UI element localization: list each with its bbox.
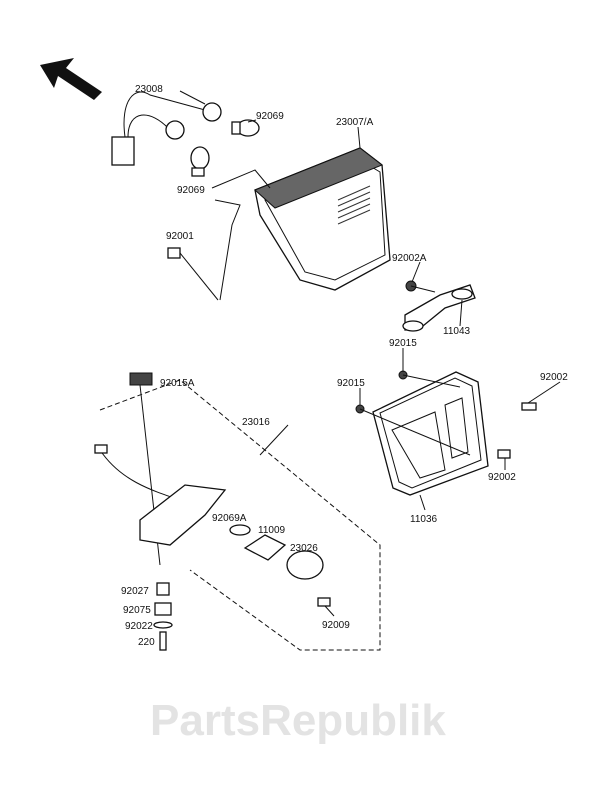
label-11043: 11043 <box>443 326 471 337</box>
label-11009: 11009 <box>258 525 286 536</box>
wiring-harness-23008 <box>111 91 222 166</box>
label-92002-low: 92002 <box>488 472 516 483</box>
tail-light-23007a <box>254 147 391 291</box>
label-92022: 92022 <box>125 621 153 632</box>
label-220: 220 <box>138 637 155 648</box>
label-11036: 11036 <box>410 514 438 525</box>
label-92027: 92027 <box>121 586 149 597</box>
license-light-23016 <box>94 372 331 607</box>
bulb-92069-low <box>190 146 210 177</box>
screw-92001 <box>167 247 219 301</box>
label-92002-right: 92002 <box>540 372 568 383</box>
label-92009: 92009 <box>322 620 350 631</box>
label-23008: 23008 <box>135 84 163 95</box>
label-23016: 23016 <box>242 417 270 428</box>
label-92015-a: 92015 <box>389 338 417 349</box>
label-92075: 92075 <box>123 605 151 616</box>
label-92069-top: 92069 <box>256 111 284 122</box>
label-92069a: 92069A <box>212 513 247 524</box>
arrow-front-icon <box>40 58 102 100</box>
label-92002a: 92002A <box>392 253 427 264</box>
label-92015a: 92015A <box>160 378 195 389</box>
bracket-11043 <box>402 280 476 332</box>
label-23026: 23026 <box>290 543 318 554</box>
label-23007a: 23007/A <box>336 117 374 128</box>
label-92001: 92001 <box>166 231 194 242</box>
mount-hardware-stack <box>153 582 173 651</box>
watermark: PartsRepublik <box>150 696 446 745</box>
label-92069-low: 92069 <box>177 185 205 196</box>
label-92015-b: 92015 <box>337 378 365 389</box>
bulb-92069-top <box>231 119 260 137</box>
